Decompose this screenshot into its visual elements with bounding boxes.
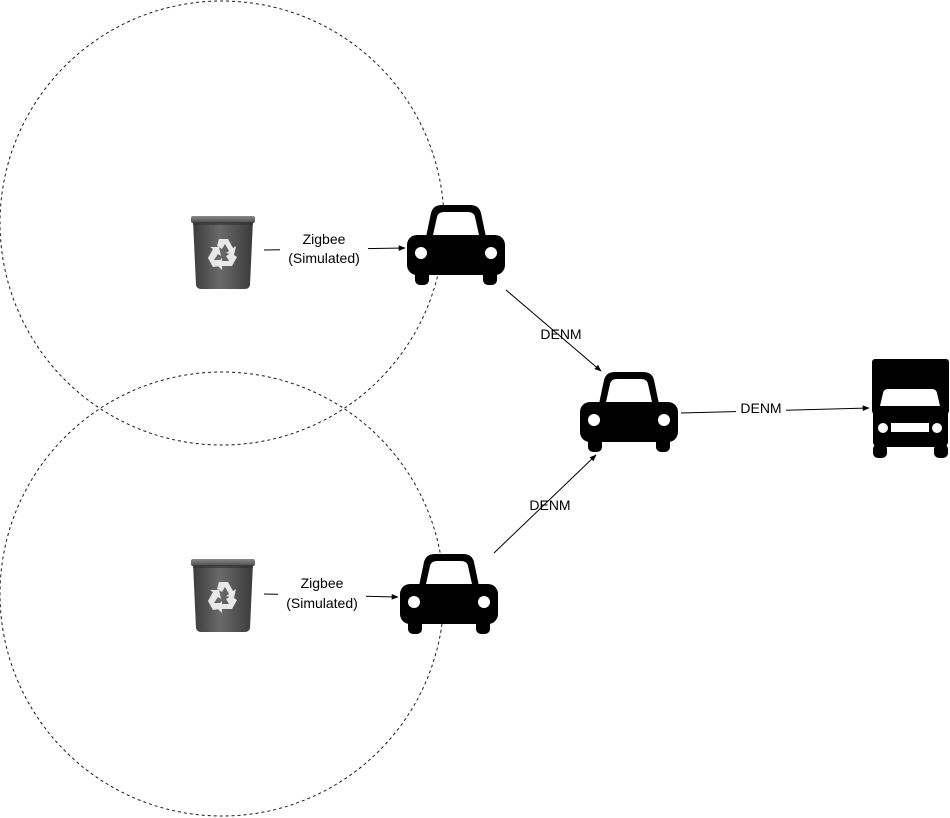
recycle-bin-icon xyxy=(191,559,255,632)
zigbee-label-upper-line2: (Simulated) xyxy=(288,250,360,266)
car-icon xyxy=(400,554,498,634)
denm-label-truck: DENM xyxy=(740,400,781,416)
car-icon xyxy=(407,205,505,285)
zigbee-label-lower-line1: Zigbee xyxy=(301,575,344,591)
denm-label-upper: DENM xyxy=(540,326,581,342)
denm-label-lower: DENM xyxy=(529,497,570,513)
zigbee-label-upper-line1: Zigbee xyxy=(303,231,346,247)
zigbee-label-lower-line2: (Simulated) xyxy=(286,595,358,611)
denm-link-lower xyxy=(493,454,597,554)
recycle-bin-icon xyxy=(191,216,255,289)
car-icon xyxy=(580,372,678,452)
truck-icon xyxy=(872,359,949,458)
denm-link-upper xyxy=(505,289,602,372)
